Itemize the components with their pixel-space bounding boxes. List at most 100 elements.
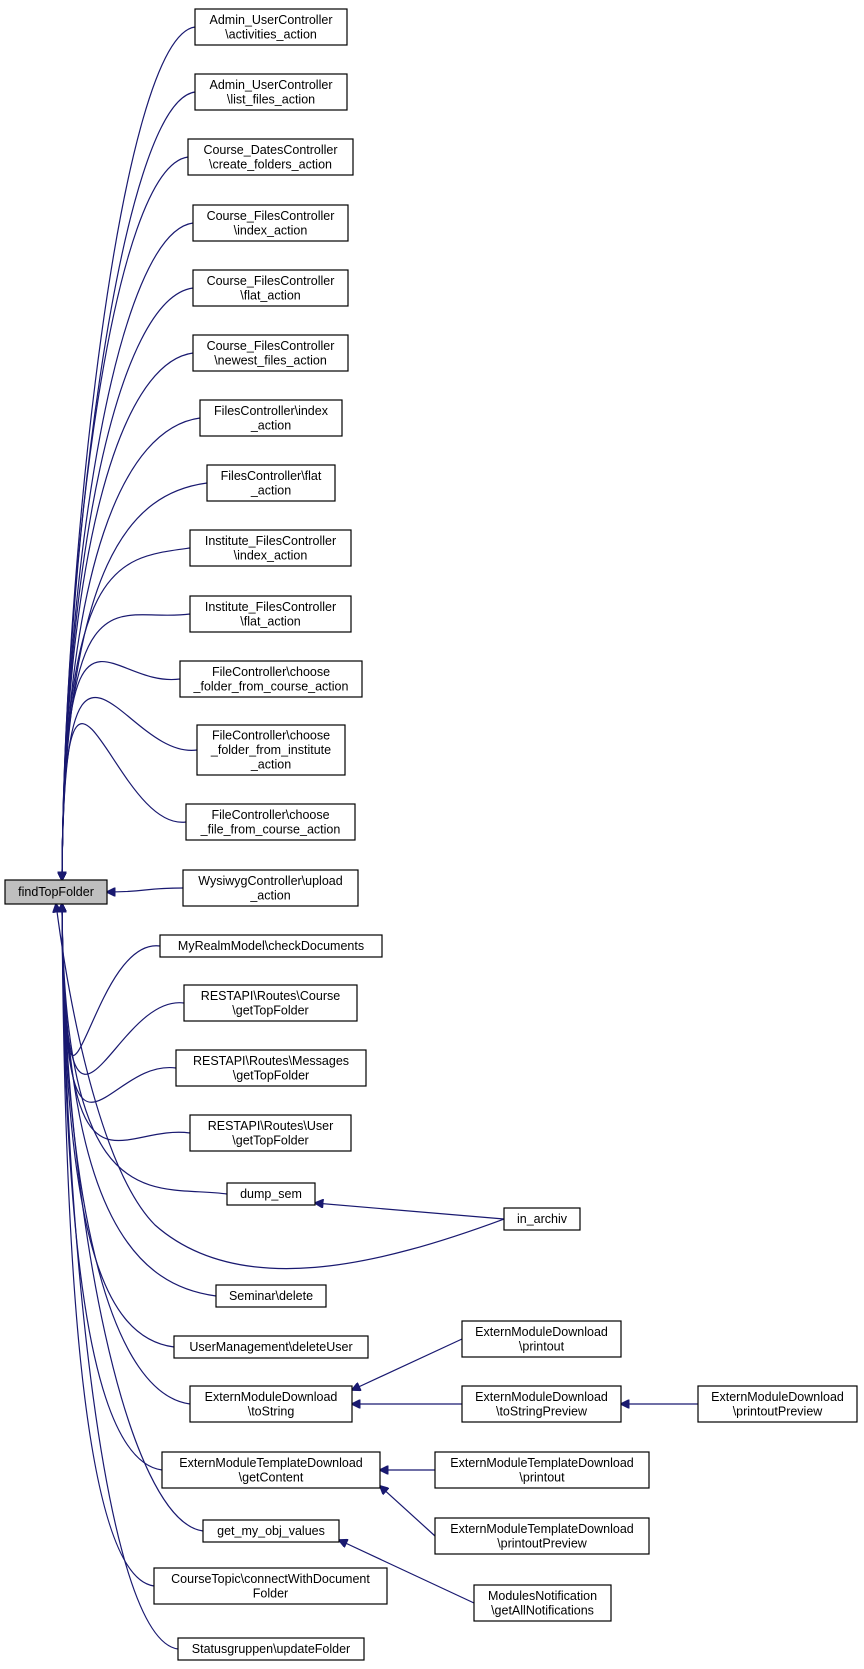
node-externmoduledownload-tostring[interactable]: ExternModuleDownload\toString <box>189 1385 353 1423</box>
edge-n22-to-root <box>62 904 175 1348</box>
node-course-filescontroller-flat-action[interactable]: Course_FilesController\flat_action <box>192 269 349 307</box>
node-label-line: \getAllNotifications <box>491 1603 594 1617</box>
node-box <box>189 1114 352 1152</box>
node-filecontroller-choose-file-from-course-action[interactable]: FileController\choose_file_from_course_a… <box>185 803 356 841</box>
edge-n4-to-root <box>62 222 194 880</box>
edge-n13-to-root <box>62 723 187 880</box>
node-filecontroller-choose-folder-from-institute-action[interactable]: FileController\choose_folder_from_instit… <box>196 724 346 776</box>
node-label-line: FileController\choose <box>212 665 330 679</box>
node-admin-usercontroller-activities-action[interactable]: Admin_UserController\activities_action <box>194 8 348 46</box>
node-label-line: \toString <box>248 1404 295 1418</box>
node-restapi-routes-user-gettopfolder[interactable]: RESTAPI\Routes\User\getTopFolder <box>189 1114 352 1152</box>
node-label-line: \newest_files_action <box>214 353 327 367</box>
node-box <box>226 1182 316 1206</box>
node-box <box>179 660 363 698</box>
node-get-my-obj-values[interactable]: get_my_obj_values <box>202 1519 340 1543</box>
node-label-line: Admin_UserController <box>210 13 333 27</box>
node-course-datescontroller-create-folders-action[interactable]: Course_DatesController\create_folders_ac… <box>187 138 354 176</box>
node-label-line: _action <box>249 888 290 902</box>
node-admin-usercontroller-list-files-action[interactable]: Admin_UserController\list_files_action <box>194 73 348 111</box>
node-label-line: \getContent <box>239 1470 304 1484</box>
node-label-line: \getTopFolder <box>232 1003 308 1017</box>
node-course-filescontroller-newest-files-action[interactable]: Course_FilesController\newest_files_acti… <box>192 334 349 372</box>
node-filecontroller-choose-folder-from-course-action[interactable]: FileController\choose_folder_from_course… <box>179 660 363 698</box>
node-box <box>183 984 358 1022</box>
node-label-line: \list_files_action <box>227 92 315 106</box>
node-restapi-routes-course-gettopfolder[interactable]: RESTAPI\Routes\Course\getTopFolder <box>183 984 358 1022</box>
node-box <box>175 1049 367 1087</box>
edge-n20-to-root <box>56 904 505 1270</box>
node-box <box>173 1335 369 1359</box>
node-label-line: get_my_obj_values <box>217 1524 325 1538</box>
node-label-line: \printout <box>519 1339 565 1353</box>
nodes-layer: findTopFolder Admin_UserController\activi… <box>4 8 858 1661</box>
node-externmoduletemplatedownload-getcontent[interactable]: ExternModuleTemplateDownload\getContent <box>161 1451 381 1489</box>
node-label-line: _folder_from_course_action <box>193 679 349 693</box>
node-label-line: \flat_action <box>240 614 301 628</box>
edge-n7-to-root <box>62 417 201 880</box>
edge-n29-to-n27 <box>380 1486 436 1537</box>
node-label-line: Course_DatesController <box>203 143 337 157</box>
node-box <box>215 1284 327 1308</box>
node-label-line: Seminar\delete <box>229 1289 313 1303</box>
node-box <box>153 1567 388 1605</box>
node-filescontroller-flat-action[interactable]: FilesController\flat_action <box>206 464 336 502</box>
node-label-line: RESTAPI\Routes\User <box>208 1119 334 1133</box>
node-box <box>194 8 348 46</box>
edge-n33-to-root <box>62 904 179 1650</box>
node-externmoduletemplatedownload-printout[interactable]: ExternModuleTemplateDownload\printout <box>434 1451 650 1489</box>
node-box <box>461 1320 622 1358</box>
node-box <box>187 138 354 176</box>
node-label-line: Course_FilesController <box>207 339 335 353</box>
node-box <box>202 1519 340 1543</box>
edges-layer <box>56 26 698 1650</box>
node-label-line: findTopFolder <box>18 885 94 899</box>
node-externmoduledownload-printout[interactable]: ExternModuleDownload\printout <box>461 1320 622 1358</box>
node-label-line: Course_FilesController <box>207 209 335 223</box>
edge-n1-to-root <box>62 26 196 880</box>
node-externmoduledownload-tostringpreview[interactable]: ExternModuleDownload\toStringPreview <box>461 1385 622 1423</box>
node-label-line: Course_FilesController <box>207 274 335 288</box>
node-label-line: \getTopFolder <box>232 1133 308 1147</box>
node-label-line: \printoutPreview <box>733 1404 824 1418</box>
node-modulesnotification-getallnotifications[interactable]: ModulesNotification\getAllNotifications <box>473 1584 612 1622</box>
node-course-filescontroller-index-action[interactable]: Course_FilesController\index_action <box>192 204 349 242</box>
node-institute-filescontroller-index-action[interactable]: Institute_FilesController\index_action <box>189 529 352 567</box>
node-box <box>206 464 336 502</box>
node-statusgruppen-updatefolder[interactable]: Statusgruppen\updateFolder <box>177 1637 365 1661</box>
node-label-line: CourseTopic\connectWithDocument <box>171 1572 370 1586</box>
node-institute-filescontroller-flat-action[interactable]: Institute_FilesController\flat_action <box>189 595 352 633</box>
node-myrealmmodel-checkdocuments[interactable]: MyRealmModel\checkDocuments <box>159 934 383 958</box>
edge-n15-to-root <box>62 904 161 1056</box>
node-label-line: ModulesNotification <box>488 1589 597 1603</box>
node-usermanagement-deleteuser[interactable]: UserManagement\deleteUser <box>173 1335 369 1359</box>
edge-n19-to-root <box>62 904 228 1195</box>
node-box <box>192 334 349 372</box>
node-in-archiv[interactable]: in_archiv <box>503 1207 581 1231</box>
node-dump-sem[interactable]: dump_sem <box>226 1182 316 1206</box>
node-seminar-delete[interactable]: Seminar\delete <box>215 1284 327 1308</box>
node-label-line: Statusgruppen\updateFolder <box>192 1642 350 1656</box>
node-wysiwygcontroller-upload-action[interactable]: WysiwygController\upload_action <box>182 869 359 907</box>
edge-n10-to-root <box>62 613 191 880</box>
node-box <box>503 1207 581 1231</box>
node-label-line: FileController\choose <box>212 729 330 743</box>
node-box <box>192 204 349 242</box>
root-node[interactable]: findTopFolder <box>4 879 108 905</box>
node-box <box>185 803 356 841</box>
node-externmoduletemplatedownload-printoutpreview[interactable]: ExternModuleTemplateDownload\printoutPre… <box>434 1517 650 1555</box>
edge-n21-to-root <box>62 904 217 1297</box>
edge-n31-to-root <box>62 904 155 1587</box>
node-box <box>434 1451 650 1489</box>
node-label-line: \printoutPreview <box>497 1536 588 1550</box>
node-label-line: _folder_from_institute <box>210 743 331 757</box>
node-restapi-routes-messages-gettopfolder[interactable]: RESTAPI\Routes\Messages\getTopFolder <box>175 1049 367 1087</box>
node-filescontroller-index-action[interactable]: FilesController\index_action <box>199 399 343 437</box>
edge-n32-to-n30 <box>339 1540 475 1604</box>
edge-n20-to-n19 <box>315 1203 505 1220</box>
node-externmoduledownload-printoutpreview[interactable]: ExternModuleDownload\printoutPreview <box>697 1385 858 1423</box>
node-label-line: \getTopFolder <box>233 1068 309 1082</box>
node-label-line: MyRealmModel\checkDocuments <box>178 939 364 953</box>
